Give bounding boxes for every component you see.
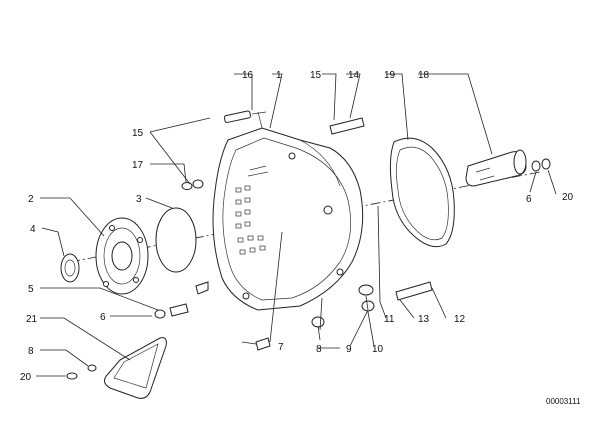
callout-12: 12 <box>454 314 466 325</box>
part-o-ring <box>155 207 197 273</box>
callout-15: 15 <box>310 70 322 81</box>
callout-8b: 8 <box>316 344 322 355</box>
callout-14: 14 <box>348 70 360 81</box>
part-main-housing <box>212 111 364 311</box>
callout-5: 5 <box>28 284 34 295</box>
callout-10: 10 <box>372 344 384 355</box>
leader-lines <box>36 73 557 377</box>
part-cover-plate <box>104 337 167 399</box>
callout-8: 8 <box>28 346 34 357</box>
part-shaft <box>465 149 527 187</box>
callout-1: 1 <box>276 70 282 81</box>
callout-2: 2 <box>28 194 34 205</box>
callout-17: 17 <box>132 160 144 171</box>
callout-labels: 16 1 15 14 19 18 15 17 2 3 4 5 6 21 8 20… <box>20 70 581 406</box>
callout-16: 16 <box>242 70 254 81</box>
part-seal <box>60 253 80 283</box>
callout-11: 11 <box>384 314 395 325</box>
callout-9: 9 <box>346 344 352 355</box>
callout-13: 13 <box>418 314 430 325</box>
callout-4: 4 <box>30 224 36 235</box>
reference-number: 00003111 <box>546 397 581 406</box>
callout-6: 6 <box>100 312 106 323</box>
callout-21: 21 <box>26 314 38 325</box>
callout-18: 18 <box>418 70 430 81</box>
callout-6b: 6 <box>526 194 532 205</box>
part-gasket <box>389 137 455 248</box>
part-bearing-cover <box>95 217 149 295</box>
callout-20: 20 <box>20 372 32 383</box>
callout-15b: 15 <box>132 128 144 139</box>
callout-7: 7 <box>278 342 284 353</box>
callout-20b: 20 <box>562 192 574 203</box>
callout-19: 19 <box>384 70 396 81</box>
callout-3: 3 <box>136 194 142 205</box>
